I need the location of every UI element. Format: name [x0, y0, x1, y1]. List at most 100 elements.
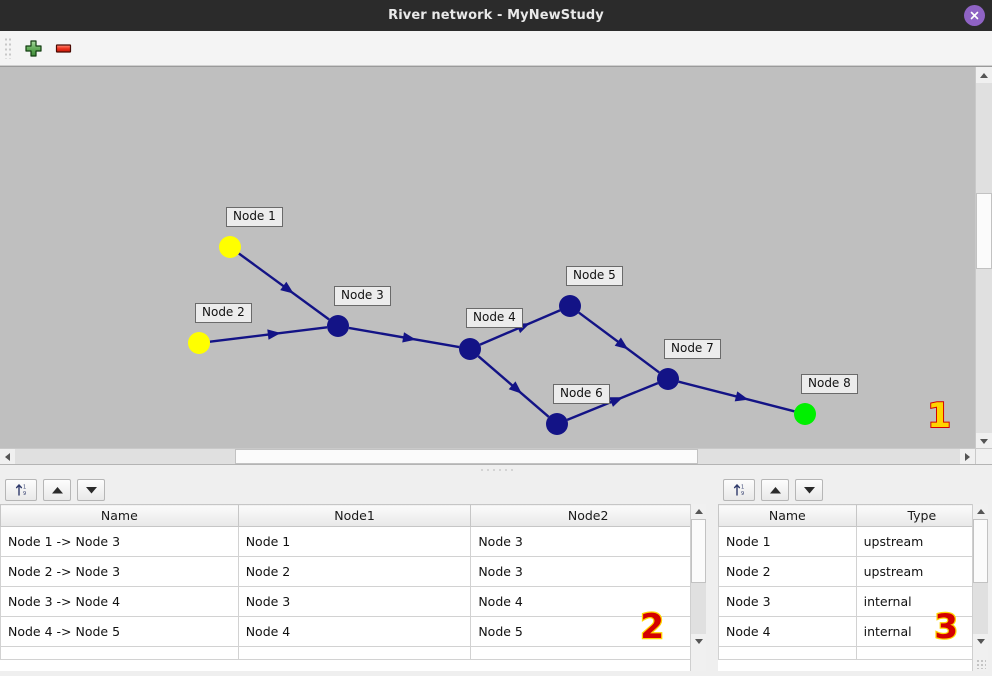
- column-header[interactable]: Name: [718, 504, 857, 527]
- scroll-track-lower[interactable]: [976, 269, 992, 433]
- graph-node[interactable]: [219, 236, 241, 258]
- scroll-right-button[interactable]: [960, 449, 975, 464]
- links-scroll-down-button[interactable]: [691, 634, 706, 649]
- graph-node[interactable]: [546, 413, 568, 435]
- svg-text:9: 9: [23, 491, 26, 497]
- network-canvas[interactable]: Node 1 Node 2 Node 3 Node 4 Node 5 Node 6 Node…: [0, 67, 975, 449]
- table-cell[interactable]: Node 4: [237, 616, 472, 647]
- scroll-left-button[interactable]: [0, 449, 15, 464]
- table-cell[interactable]: upstream: [855, 556, 988, 587]
- links-table-vertical-scrollbar[interactable]: [690, 504, 706, 671]
- table-row[interactable]: [718, 646, 988, 660]
- nodes-move-down-button[interactable]: [795, 478, 823, 501]
- graph-node[interactable]: [794, 403, 816, 425]
- links-move-down-button[interactable]: [77, 478, 105, 501]
- table-cell[interactable]: [470, 646, 706, 660]
- links-vscroll-thumb[interactable]: [691, 519, 706, 583]
- links-scroll-up-button[interactable]: [691, 504, 706, 519]
- nodes-vscroll-thumb[interactable]: [973, 519, 988, 583]
- resize-grip[interactable]: [976, 659, 986, 669]
- column-header[interactable]: Type: [856, 504, 988, 527]
- table-cell[interactable]: Node 3 -> Node 4: [0, 586, 239, 617]
- scroll-up-button[interactable]: [976, 67, 992, 83]
- table-cell[interactable]: internal: [855, 586, 988, 617]
- table-cell[interactable]: Node 1: [237, 526, 472, 557]
- column-header[interactable]: Node1: [238, 504, 472, 527]
- table-cell[interactable]: Node 2: [718, 556, 857, 587]
- delete-button[interactable]: [48, 34, 78, 62]
- column-header[interactable]: Node2: [470, 504, 706, 527]
- pane-splitter[interactable]: [0, 464, 992, 475]
- chevron-up-icon: [976, 509, 985, 514]
- links-move-up-button[interactable]: [43, 478, 71, 501]
- hscroll-track-right[interactable]: [698, 449, 960, 464]
- column-header[interactable]: Name: [0, 504, 239, 527]
- graph-node-label[interactable]: Node 4: [466, 308, 523, 328]
- graph-node-label[interactable]: Node 6: [553, 384, 610, 404]
- hscroll-track-left[interactable]: [15, 449, 235, 464]
- scroll-track-upper[interactable]: [976, 83, 992, 193]
- graph-node[interactable]: [559, 295, 581, 317]
- graph-node-label[interactable]: Node 1: [226, 207, 283, 227]
- table-row[interactable]: [0, 646, 706, 660]
- scroll-down-button[interactable]: [976, 433, 992, 449]
- add-node-button[interactable]: [18, 34, 48, 62]
- table-cell[interactable]: Node 2 -> Node 3: [0, 556, 239, 587]
- nodes-table-vertical-scrollbar[interactable]: [972, 504, 988, 671]
- graph-node-label[interactable]: Node 8: [801, 374, 858, 394]
- table-cell[interactable]: Node 5: [470, 616, 706, 647]
- nodes-scroll-up-button[interactable]: [973, 504, 988, 519]
- nodes-scroll-down-button[interactable]: [973, 634, 988, 649]
- sort-icon: 1 9: [733, 484, 744, 497]
- graph-node-label[interactable]: Node 7: [664, 339, 721, 359]
- table-cell[interactable]: internal: [855, 616, 988, 647]
- close-icon[interactable]: [964, 5, 985, 26]
- graph-horizontal-scrollbar[interactable]: [0, 448, 975, 464]
- graph-node[interactable]: [327, 315, 349, 337]
- table-cell[interactable]: Node 1: [718, 526, 857, 557]
- table-cell[interactable]: Node 4 -> Node 5: [0, 616, 239, 647]
- table-cell[interactable]: [0, 646, 239, 660]
- table-cell[interactable]: Node 4: [718, 616, 857, 647]
- table-cell[interactable]: upstream: [855, 526, 988, 557]
- graph-node[interactable]: [657, 368, 679, 390]
- graph-node[interactable]: [188, 332, 210, 354]
- node-layer: [188, 236, 816, 435]
- table-cell[interactable]: Node 3: [237, 586, 472, 617]
- table-cell[interactable]: Node 4: [470, 586, 706, 617]
- graph-hscroll-thumb[interactable]: [235, 449, 698, 464]
- table-cell[interactable]: [718, 646, 857, 660]
- graph-node-label[interactable]: Node 2: [195, 303, 252, 323]
- graph-node-label[interactable]: Node 3: [334, 286, 391, 306]
- links-sort-button[interactable]: 1 9: [5, 478, 37, 501]
- table-cell[interactable]: Node 1 -> Node 3: [0, 526, 239, 557]
- graph-vscroll-thumb[interactable]: [976, 193, 992, 269]
- graph-vertical-scrollbar[interactable]: [975, 67, 992, 449]
- table-cell[interactable]: Node 3: [470, 556, 706, 587]
- table-cell[interactable]: [855, 646, 988, 660]
- nodes-vscroll-track[interactable]: [973, 583, 988, 634]
- links-vscroll-track[interactable]: [691, 583, 706, 634]
- table-cell[interactable]: [237, 646, 472, 660]
- table-cell[interactable]: Node 2: [237, 556, 472, 587]
- graph-node-label[interactable]: Node 5: [566, 266, 623, 286]
- toolbar-grip[interactable]: [4, 37, 12, 59]
- nodes-sort-button[interactable]: 1 9: [723, 478, 755, 501]
- nodes-move-up-button[interactable]: [761, 478, 789, 501]
- links-panel: 1 9: [0, 475, 710, 671]
- graph-node[interactable]: [459, 338, 481, 360]
- table-cell[interactable]: Node 3: [718, 586, 857, 617]
- table-cell[interactable]: Node 3: [470, 526, 706, 557]
